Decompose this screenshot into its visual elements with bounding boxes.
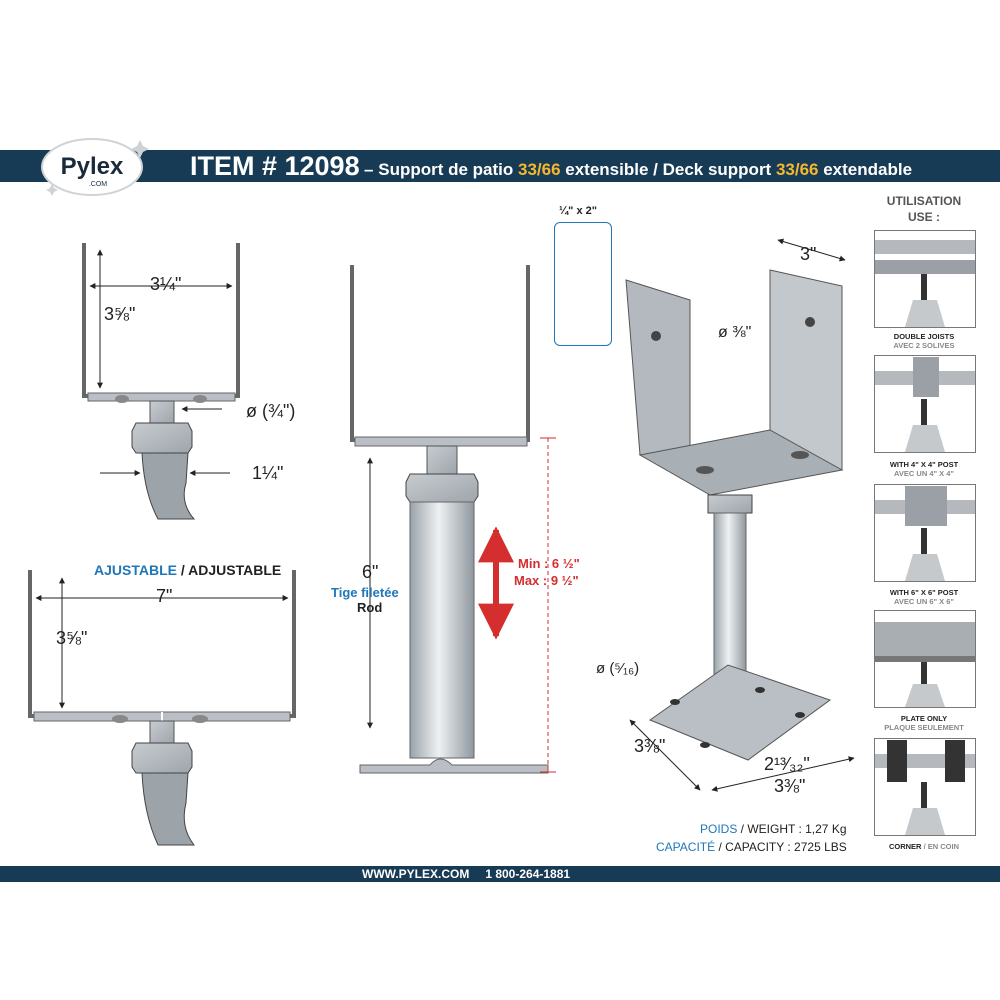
item-number: ITEM # 12098 bbox=[190, 151, 360, 181]
capacity-spec: CAPACITÉ / CAPACITY : 2725 LBS bbox=[656, 840, 847, 854]
usage-thumb-corner bbox=[874, 738, 976, 836]
screw-box bbox=[554, 222, 612, 346]
rod-height-label: 6" bbox=[362, 562, 379, 582]
rod-label-en: Rod bbox=[357, 600, 383, 615]
website-link[interactable]: WWW.PYLEX.COM bbox=[362, 867, 470, 881]
usage-title-fr: UTILISATION bbox=[886, 194, 962, 208]
footer-text: WWW.PYLEX.COM 1 800-264-1881 bbox=[362, 866, 586, 882]
usage-thumb-4x4 bbox=[874, 355, 976, 453]
usage-thumb-6x6 bbox=[874, 484, 976, 582]
phone-number: 1 800-264-1881 bbox=[485, 867, 571, 881]
hole-spacing-label: 2¹³⁄₃₂" bbox=[764, 754, 810, 774]
top-width-label: 3¼" bbox=[150, 274, 182, 294]
screw-size-label: ¼" x 2" bbox=[559, 205, 597, 217]
logo-sub: .COM bbox=[89, 181, 107, 188]
pylex-logo: Pylex .COM bbox=[41, 138, 149, 196]
usage-thumb-double-joists bbox=[874, 230, 976, 328]
top-bracket-view bbox=[82, 243, 240, 520]
logo-text: Pylex bbox=[61, 153, 124, 180]
top-height-label: 3⅝" bbox=[104, 304, 136, 324]
plate-depth-label: 3⅜" bbox=[634, 736, 666, 756]
hole-diameter-label: ø ⅜" bbox=[718, 324, 752, 341]
bolt-diameter-label: ø (¾") bbox=[246, 401, 296, 421]
usage-thumbnail-art bbox=[875, 240, 975, 835]
plate-hole-label: ø (⁵⁄₁₆) bbox=[596, 660, 640, 677]
adjustable-bracket-view bbox=[28, 570, 296, 846]
header-title: ITEM # 12098 – Support de patio 33/66 ex… bbox=[190, 151, 913, 181]
footer-band bbox=[0, 866, 1000, 882]
plate-width-label: 3⅜" bbox=[774, 776, 806, 796]
usage-thumb-plate-only bbox=[874, 610, 976, 708]
max-height: Max : 9 ½" bbox=[514, 573, 579, 588]
adjustable-height-label: 3⅝" bbox=[56, 628, 88, 648]
usage-title-en: USE : bbox=[907, 210, 940, 224]
main-top-width-label: 3" bbox=[800, 244, 817, 264]
rod-label-fr: Tige filetée bbox=[331, 585, 399, 600]
center-rod-view bbox=[350, 265, 556, 774]
weight-spec: POIDS / WEIGHT : 1,27 Kg bbox=[700, 822, 847, 836]
rod-width-label: 1¼" bbox=[252, 463, 284, 483]
adjustable-width-label: 7" bbox=[156, 586, 173, 606]
main-3d-view bbox=[625, 238, 855, 792]
min-height: Min : 6 ½" bbox=[518, 556, 580, 571]
adjustable-label: AJUSTABLE / ADJUSTABLE bbox=[94, 562, 282, 578]
usage-caption-5: CORNER / EN COIN bbox=[888, 842, 960, 851]
header-band bbox=[0, 150, 1000, 182]
